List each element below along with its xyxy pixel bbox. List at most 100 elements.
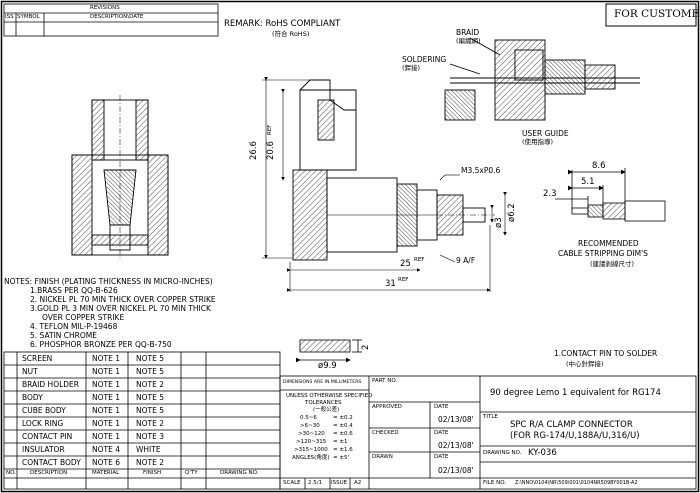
tol-range-3: >30~120	[298, 431, 325, 437]
tol-range-2: >6~30	[300, 423, 320, 429]
bom-row-9-mat: NOTE 6	[92, 458, 120, 467]
note-line-4: OVER COPPER STRIKE	[42, 313, 125, 322]
approved-date: 02/13/08'	[438, 415, 474, 424]
contact-note: 1.CONTACT PIN TO SOLDER	[554, 349, 658, 358]
bom-row-1-mat: NOTE 1	[92, 354, 120, 363]
tol-value-2: = ±0.4	[333, 423, 353, 429]
bom-header-drawing-no: DRAWING NO.	[220, 470, 259, 476]
for-customer-label: FOR CUSTOMER	[614, 8, 700, 20]
note-line-2: 2. NICKEL PL 70 MIN THICK OVER COPPER ST…	[30, 295, 216, 304]
tol-range-1: 0.5~6	[300, 415, 317, 421]
bom-row-6-mat: NOTE 1	[92, 419, 120, 428]
contact-pin-detail	[296, 339, 362, 363]
bom-row-7-mat: NOTE 1	[92, 432, 120, 441]
bom-row-7-desc: CONTACT PIN	[22, 432, 73, 441]
bom-row-5-desc: CUBE BODY	[22, 406, 66, 415]
bom-row-1-desc: SCREEN	[22, 354, 53, 363]
dim-3: ø3	[494, 217, 504, 228]
drawn-date: 02/13/08'	[438, 466, 474, 475]
tol-range-6: ANGLES(角度)	[292, 455, 330, 461]
dim-ref-a: REF	[267, 124, 273, 135]
bom-row-2-desc: NUT	[22, 367, 38, 376]
soldering-cn-label: (銲接)	[402, 64, 421, 72]
tol-value-5: = ±1.6	[333, 447, 353, 453]
user-guide-cn-label: (使用指導)	[522, 138, 554, 146]
remark-line2: (符合 RoHS)	[272, 30, 310, 38]
bom-row-1-fin: NOTE 5	[136, 354, 164, 363]
tol-value-4: = ±1	[333, 439, 348, 445]
contact-note-cn: (中心針銲接)	[566, 360, 604, 368]
user-guide-label: USER GUIDE	[522, 129, 569, 138]
main-view-dimensions	[262, 77, 507, 292]
bom-row-4-mat: NOTE 1	[92, 393, 120, 402]
file-no: Z:\NNO\0104\NR\509\001\0104NR509BY001B-A…	[515, 480, 638, 486]
bom-row-5-mat: NOTE 1	[92, 406, 120, 415]
title-line-1: SPC R/A CLAMP CONNECTOR	[510, 420, 633, 430]
braid-label: BRAID	[456, 28, 480, 37]
bom-row-8-desc: INSULATOR	[22, 445, 65, 454]
note-line-3: 3.GOLD PL 3 MIN OVER NICKEL PL 70 MIN TH…	[30, 304, 211, 313]
dim-6-2: ø6.2	[507, 203, 517, 222]
bom-header-material: MATERIAL	[92, 470, 120, 476]
note-line-0: NOTES: FINISH (PLATING THICKNESS IN MICR…	[4, 277, 213, 286]
bom-row-5-fin: NOTE 5	[136, 406, 164, 415]
bom-header-no: NO.	[6, 470, 16, 476]
bom-row-9-fin: NOTE 2	[136, 458, 164, 467]
dim-20-6: 20.6	[266, 141, 276, 160]
bom-row-6-desc: LOCK RING	[22, 419, 64, 428]
drawn-date-label: DATE	[434, 454, 449, 460]
tol-range-4: >120~315	[296, 439, 327, 445]
revisions-col-description: DESCRIPTION\DATE	[90, 14, 144, 20]
bom-header-description: DESCRIPTION	[30, 470, 68, 476]
stripping-cn-label: (建議剝線尺寸)	[590, 260, 635, 268]
note-line-6: 5. SATIN CHROME	[30, 331, 97, 340]
bom-row-8-fin: WHITE	[136, 445, 161, 454]
tolerance-unless-2: TOLERANCES	[305, 400, 342, 406]
bom-row-7-fin: NOTE 3	[136, 432, 164, 441]
bom-header-finish: FINISH	[143, 470, 162, 476]
note-line-7: 6. PHOSPHOR BRONZE PER QQ-B-750	[30, 340, 172, 349]
bom-row-9-desc: CONTACT BODY	[22, 458, 81, 467]
bom-row-3-fin: NOTE 2	[136, 380, 164, 389]
dim-5-1: 5.1	[581, 177, 595, 187]
checked-date: 02/13/08'	[438, 441, 474, 450]
braid-cn-label: (編織網)	[456, 37, 481, 45]
title-line-2: (FOR RG-174/U,188A/U,316/U)	[510, 431, 640, 441]
dim-9-9: ø9.9	[318, 361, 337, 371]
dim-26-6: 26.6	[249, 141, 259, 160]
for-customer-box	[605, 3, 697, 27]
note-line-5: 4. TEFLON MIL-P-19468	[30, 322, 118, 331]
drawing-no-label: DRAWING NO.	[483, 450, 522, 456]
bom-table	[3, 351, 281, 490]
bom-row-4-fin: NOTE 5	[136, 393, 164, 402]
revisions-col-iss: ISS	[5, 14, 14, 20]
stripping-label-1: RECOMMENDED	[578, 239, 639, 248]
dim-25: 25	[400, 259, 411, 269]
bom-row-8-mat: NOTE 4	[92, 445, 120, 454]
part-no-label: PART NO.	[372, 378, 398, 384]
part-description: 90 degree Lemo 1 equivalent for RG174	[490, 388, 661, 398]
user-guide-detail	[444, 37, 640, 121]
dim-2: 2	[361, 344, 371, 350]
stripping-detail	[555, 168, 666, 222]
tol-value-3: = ±0.6	[333, 431, 353, 437]
dim-ref-b: REF	[414, 257, 425, 263]
revisions-table	[3, 3, 219, 37]
checked-label: CHECKED	[372, 430, 399, 436]
dim-ref-c: REF	[398, 277, 409, 283]
bom-row-2-mat: NOTE 1	[92, 367, 120, 376]
title-block	[279, 375, 697, 490]
wrench-label: 9 A/F	[456, 256, 476, 265]
issue-label: ISSUE	[331, 480, 348, 486]
scale-value: 2.5/1	[308, 480, 323, 486]
tol-value-1: = ±0.2	[333, 415, 353, 421]
file-no-label: FILE NO.	[483, 480, 507, 486]
scale-label: SCALE	[283, 480, 301, 486]
dim-31: 31	[385, 279, 396, 289]
approved-label: APPROVED	[372, 404, 402, 410]
note-line-1: 1.BRASS PER QQ-B-626	[30, 286, 118, 295]
thread-label: M3.5xP0.6	[461, 166, 501, 175]
